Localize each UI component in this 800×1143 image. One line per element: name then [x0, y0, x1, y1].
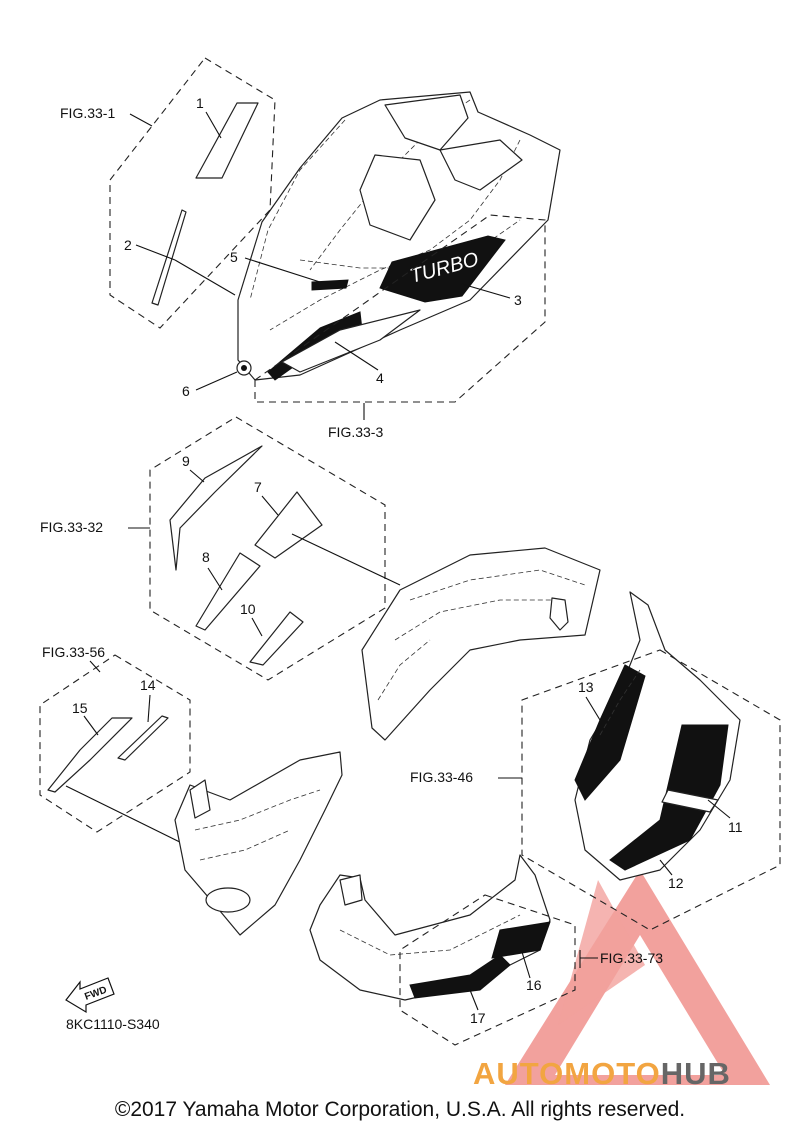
fig-33-1-boundary [109, 57, 276, 329]
callout-9[interactable]: 9 [182, 453, 190, 469]
fig-33-3-boundary [254, 214, 546, 403]
part-16-decal[interactable] [491, 921, 551, 959]
watermark-text-a: AUTOMOTO [473, 1056, 661, 1091]
callout-14[interactable]: 14 [140, 677, 156, 693]
fig-33-56-boundary [39, 654, 191, 833]
callout-1[interactable]: 1 [196, 95, 204, 111]
fig-33-32-label[interactable]: FIG.33-32 [40, 519, 103, 535]
part-11-decal[interactable] [661, 789, 719, 813]
callout-2[interactable]: 2 [124, 237, 132, 253]
part-15-decal[interactable] [47, 717, 133, 793]
part-9-decal[interactable] [169, 445, 263, 571]
part-17-decal[interactable] [409, 954, 511, 999]
fig-33-56-label[interactable]: FIG.33-56 [42, 644, 105, 660]
front-cowl-assembly: TURBO [236, 91, 561, 381]
watermark-logo [505, 870, 770, 1085]
part-7-decal[interactable] [254, 491, 323, 559]
fig-33-3-label[interactable]: FIG.33-3 [328, 424, 383, 440]
fig-33-73-label[interactable]: FIG.33-73 [600, 950, 663, 966]
lower-left-cowl [174, 751, 343, 936]
callout-6[interactable]: 6 [182, 383, 190, 399]
watermark-text-b: HUB [660, 1056, 731, 1091]
callout-5[interactable]: 5 [230, 249, 238, 265]
fig-33-46-label[interactable]: FIG.33-46 [410, 769, 473, 785]
callout-13[interactable]: 13 [578, 679, 594, 695]
part-5-emblem[interactable] [311, 279, 349, 291]
fig-33-1-label[interactable]: FIG.33-1 [60, 105, 115, 121]
part-14-decal[interactable] [117, 715, 169, 761]
part-3-decal[interactable] [379, 235, 506, 303]
fig-33-32-boundary [149, 416, 386, 681]
diagram-code: 8KC1110-S340 [66, 1016, 160, 1032]
fig-33-46-boundary [521, 649, 781, 931]
callout-4[interactable]: 4 [376, 370, 384, 386]
callout-12[interactable]: 12 [668, 875, 684, 891]
callout-7[interactable]: 7 [254, 479, 262, 495]
watermark-brand: AUTOMOTOHUB [473, 1056, 731, 1092]
part-8-decal[interactable] [195, 552, 261, 631]
callout-11[interactable]: 11 [728, 819, 743, 835]
callout-10[interactable]: 10 [240, 601, 256, 617]
callout-15[interactable]: 15 [72, 700, 88, 716]
callout-17[interactable]: 17 [470, 1010, 486, 1026]
lower-center-cowl [309, 854, 551, 1001]
callout-8[interactable]: 8 [202, 549, 210, 565]
callout-3[interactable]: 3 [514, 292, 522, 308]
part-1-decal[interactable] [195, 102, 259, 179]
side-cowl-right: YAMAHA [574, 591, 741, 881]
middle-cowl [361, 547, 601, 741]
fwd-arrow-icon: FWD [65, 977, 115, 1014]
part-10-decal[interactable] [249, 611, 304, 666]
callout-16[interactable]: 16 [526, 977, 542, 993]
copyright-notice: ©2017 Yamaha Motor Corporation, U.S.A. A… [114, 1098, 686, 1121]
fig-33-73-boundary [399, 894, 576, 1046]
